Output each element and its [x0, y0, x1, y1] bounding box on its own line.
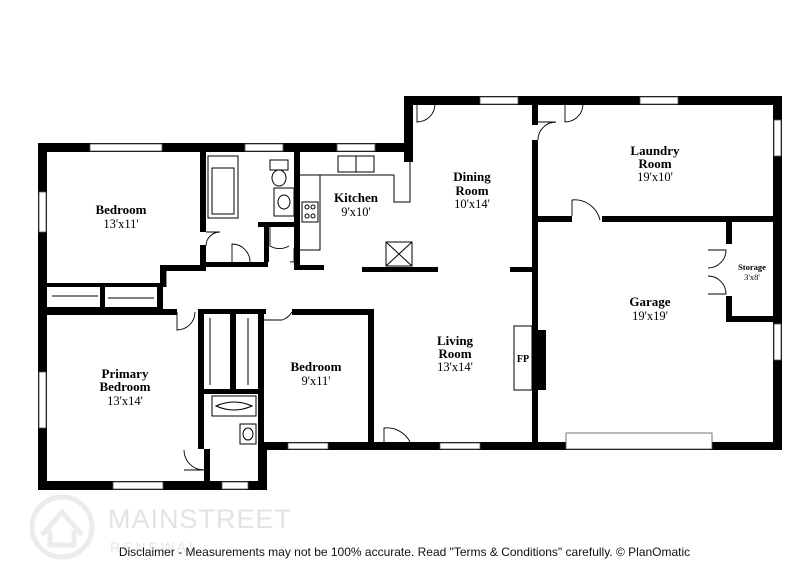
garage-dim: 19'x19': [632, 309, 668, 323]
vanity-icon: [273, 187, 295, 217]
dining-name-2: Room: [455, 183, 488, 198]
laundry-name-2: Room: [638, 156, 671, 171]
interior-walls: [47, 105, 782, 489]
primary-name-1: Primary: [102, 366, 149, 381]
logo-circle-icon: [29, 494, 95, 560]
logo-main-text: MAINSTREET: [108, 504, 292, 534]
storage-name: Storage: [738, 262, 766, 272]
windows: [38, 96, 782, 490]
shower-icon: [211, 395, 257, 417]
bedroom-1-name: Bedroom: [95, 202, 146, 217]
mainstreet-logo: MAINSTREET RENEWAL: [29, 494, 292, 560]
logo-sub-text: RENEWAL: [110, 539, 200, 555]
garage-name: Garage: [629, 294, 670, 309]
dining-name-1: Dining: [453, 169, 491, 184]
bedroom-2-dim: 9'x11': [301, 374, 330, 388]
primary-dim: 13'x14': [107, 394, 143, 408]
logo-house-icon: [40, 508, 84, 548]
fireplace-icon: [513, 325, 533, 391]
room-labels: Bedroom 13'x11' Kitchen 9'x10' Dining Ro…: [95, 143, 766, 408]
primary-name-2: Bedroom: [99, 379, 150, 394]
storage-dim: 3'x8': [744, 272, 760, 282]
laundry-dim: 19'x10': [637, 170, 673, 184]
stove-icon: [301, 201, 319, 223]
bedroom-1-dim: 13'x11': [103, 217, 138, 231]
toilet-icon: [269, 159, 289, 171]
kitchen-dim: 9'x10': [341, 205, 371, 219]
doors: [165, 103, 727, 471]
fixtures: FP: [52, 152, 533, 445]
dining-dim: 10'x14': [454, 197, 490, 211]
living-dim: 13'x14': [437, 360, 473, 374]
fireplace-label: FP: [517, 354, 529, 365]
laundry-name-1: Laundry: [630, 143, 680, 158]
bathtub-icon: [207, 155, 239, 219]
living-name-1: Living: [437, 333, 474, 348]
kitchen-name: Kitchen: [334, 190, 379, 205]
disclaimer-text: Disclaimer - Measurements may not be 100…: [118, 545, 691, 559]
living-name-2: Room: [438, 346, 471, 361]
bedroom-2-name: Bedroom: [290, 359, 341, 374]
